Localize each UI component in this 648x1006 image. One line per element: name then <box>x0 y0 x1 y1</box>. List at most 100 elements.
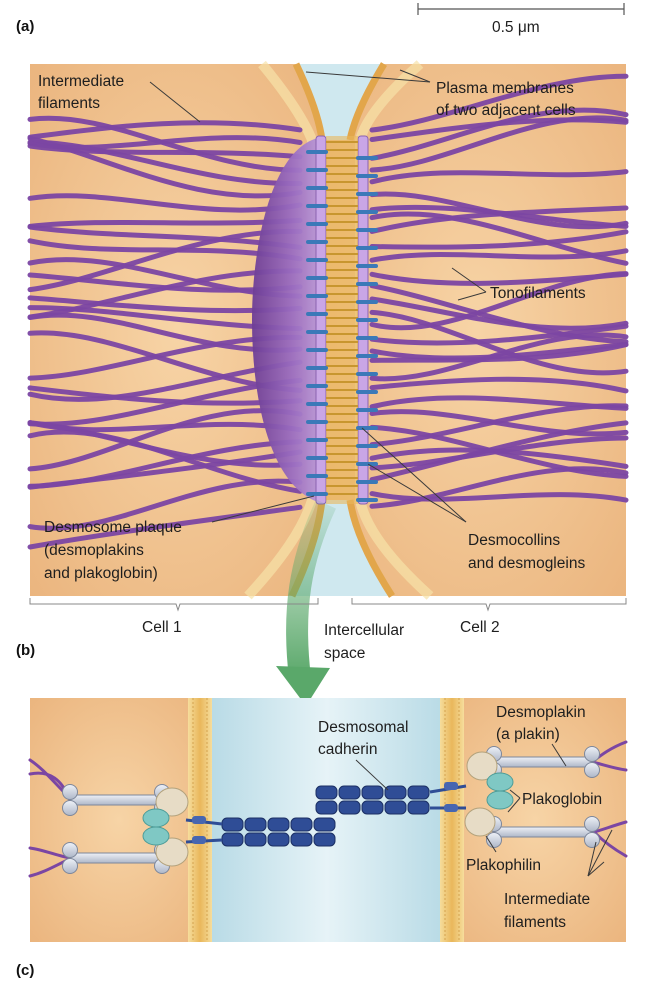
desmosomal-cadherin-block <box>407 800 430 815</box>
desmoglein-bar <box>356 408 378 412</box>
desmosomal-cadherin-block <box>313 817 336 832</box>
desmocollin-bar <box>306 186 328 190</box>
scale-bar <box>417 3 625 15</box>
label-desmoplakin-line2: (a plakin) <box>496 726 560 743</box>
panel-a-illustration <box>27 60 629 706</box>
tonofilament <box>369 229 629 250</box>
desmoplakin-c2-lower <box>486 816 600 848</box>
desmocollins-desmogleins-pattern <box>306 141 378 502</box>
plakoglobin-c2 <box>486 790 514 810</box>
label-desmocollins-line1: Desmocollins <box>468 532 561 549</box>
tonofilament <box>369 376 629 394</box>
desmosomal-cadherin-block <box>384 785 407 800</box>
desmoglein-bar <box>356 354 378 358</box>
label-desmosomal-cadherin-line1: Desmosomal <box>318 719 409 736</box>
desmosomal-cadherin-block <box>221 832 244 847</box>
label-desmosome-plaque-line2: (desmoplakins <box>44 542 144 559</box>
label-desmosomal-cadherin-line2: cadherin <box>318 741 378 758</box>
label-plasma-membranes-line2: of two adjacent cells <box>436 102 576 119</box>
membrane-right-top <box>346 62 387 141</box>
cell-brackets <box>29 598 627 612</box>
desmosomal-cadherin-block <box>361 785 384 800</box>
intermediate-filament <box>27 217 303 229</box>
desmoglein-bar <box>356 228 378 232</box>
desmocollin-bar <box>306 420 328 424</box>
desmocollin-bar <box>306 204 328 208</box>
desmosomal-cadherin-block <box>384 800 407 815</box>
tonofilament <box>369 435 629 471</box>
desmosomal-cadherin-block <box>244 817 267 832</box>
desmoglein-bar <box>356 210 378 214</box>
panel-label-b: (b) <box>16 642 36 659</box>
tonofilament <box>369 342 629 363</box>
tonofilament <box>369 309 629 376</box>
desmoglein-bar <box>356 318 378 322</box>
desmosomal-cadherin-block <box>315 800 338 815</box>
desmocollin-bar <box>306 294 328 298</box>
desmoglein-bar <box>356 498 378 502</box>
desmosomal-cadherin-block <box>407 785 430 800</box>
desmosomal-cadherin-block <box>267 817 290 832</box>
plakophilin-c2 <box>466 751 498 781</box>
cadherin-tm-segment <box>192 816 206 824</box>
label-intermediate-filaments-a-line2: filaments <box>38 95 101 112</box>
desmosomal-cadherin-block <box>290 832 313 847</box>
desmosomal-cadherin-block <box>244 832 267 847</box>
desmocollin-bar <box>306 456 328 460</box>
tonofilament <box>369 466 629 509</box>
desmosomal-cadherin-block <box>338 800 361 815</box>
tonofilament <box>369 248 629 263</box>
label-plakoglobin: Plakoglobin <box>522 791 603 808</box>
label-desmosome-plaque-line3: and plakoglobin) <box>44 565 158 582</box>
intermediate-filament-c <box>592 820 628 834</box>
panel-c-illustration <box>28 698 628 942</box>
desmocollin-bar <box>306 348 328 352</box>
label-intermediate-filaments-a-line1: Intermediate <box>38 73 125 90</box>
intermediate-filament <box>27 429 303 494</box>
cadherin-tm-segment <box>444 804 458 812</box>
desmoglein-bar <box>356 174 378 178</box>
plakoglobin-c1 <box>142 826 170 846</box>
intermediate-filament <box>27 139 303 186</box>
desmocollin-bar <box>306 276 328 280</box>
desmocollin-bar <box>306 150 328 154</box>
plakoglobin-c1 <box>142 808 170 828</box>
desmocollin-bar <box>306 240 328 244</box>
label-plasma-membranes-line1: Plasma membranes <box>436 80 574 97</box>
label-desmocollins-line2: and desmogleins <box>468 555 586 572</box>
tonofilament <box>369 420 629 483</box>
desmoglein-bar <box>356 444 378 448</box>
intercellular-space-top <box>296 64 384 140</box>
desmocollin-bar <box>306 492 328 496</box>
desmoglein-bar <box>356 282 378 286</box>
leader-lines-a <box>149 69 487 523</box>
desmosomal-cadherin-block <box>290 817 313 832</box>
desmosome-junction <box>306 135 378 505</box>
label-tonofilaments: Tonofilaments <box>490 285 586 302</box>
desmoglein-bar <box>356 372 378 376</box>
plakophilin-c1 <box>155 837 189 867</box>
intermediate-filaments-group <box>27 73 629 550</box>
membrane-right-bottom <box>346 499 395 598</box>
tonofilament <box>369 403 629 448</box>
label-plakophilin: Plakophilin <box>466 857 541 874</box>
label-desmoplakin-line1: Desmoplakin <box>496 704 586 721</box>
desmoglein-bar <box>356 480 378 484</box>
label-desmosome-plaque-line1: Desmosome plaque <box>44 519 182 536</box>
desmosomal-cadherin-block <box>361 800 384 815</box>
membrane-left-top <box>292 62 326 141</box>
cadherin-tm-segment <box>444 782 458 790</box>
intermediate-filament <box>27 449 303 490</box>
desmoglein-bar <box>356 192 378 196</box>
desmocollin-bar <box>306 402 328 406</box>
intermediate-filament <box>27 504 303 550</box>
desmoglein-bar <box>356 300 378 304</box>
tonofilament <box>369 205 629 234</box>
intermediate-filament <box>27 115 303 173</box>
panel-label-c: (c) <box>16 962 35 979</box>
leader-lines-c <box>355 743 613 877</box>
desmocollin-bar <box>306 438 328 442</box>
desmoglein-bar <box>356 336 378 340</box>
tonofilament <box>369 323 629 346</box>
intercellular-space-bottom <box>292 500 392 596</box>
